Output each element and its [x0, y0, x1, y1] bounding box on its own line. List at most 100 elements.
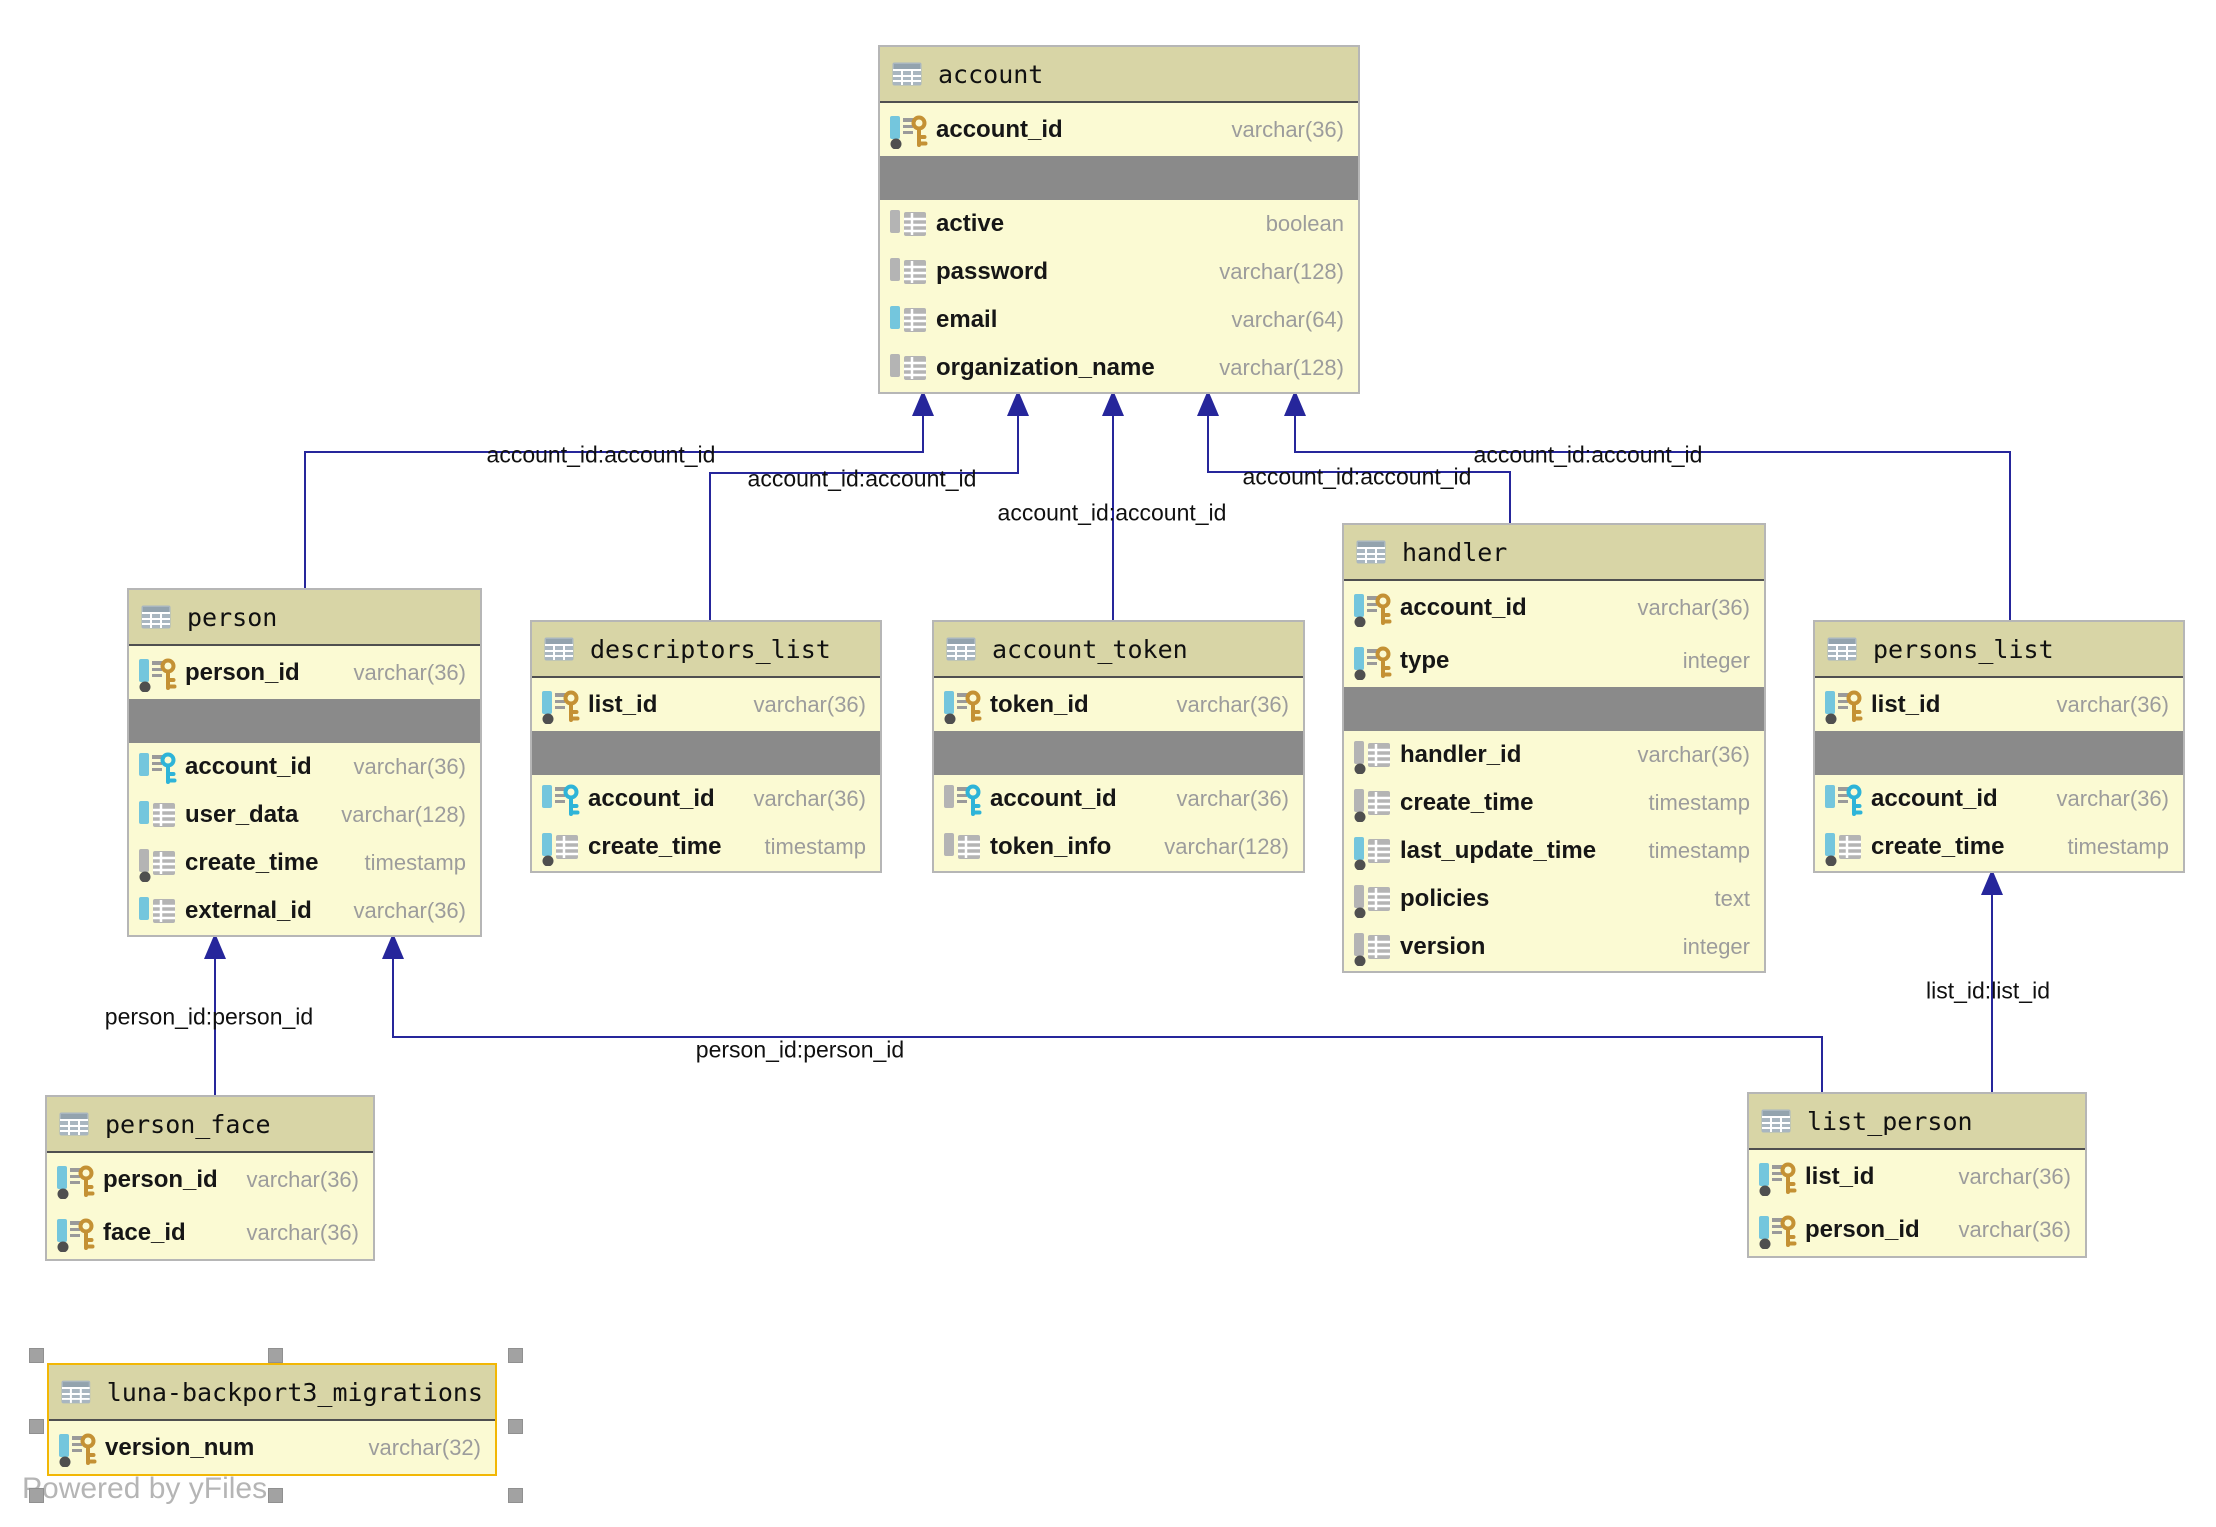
field-name: create_time [1400, 789, 1534, 816]
edge-handler-account[interactable] [1207, 414, 1511, 523]
field-type: varchar(36) [1958, 1216, 2071, 1242]
field-type: varchar(36) [246, 1219, 359, 1245]
field-name: person_id [103, 1165, 218, 1193]
selection-handle[interactable] [508, 1488, 523, 1503]
field-name: account_id [588, 785, 715, 812]
selection-handle[interactable] [268, 1488, 283, 1503]
table-header: persons_list [1815, 622, 2183, 678]
table-title: account_token [992, 634, 1188, 664]
foreign-key-icon [139, 752, 177, 784]
edge-label[interactable]: account_id:account_id [997, 499, 1227, 526]
edge-label[interactable]: person_id:person_id [104, 1003, 314, 1030]
field-name: list_id [1805, 1162, 1875, 1190]
field-type: varchar(36) [2056, 691, 2169, 717]
edge-descriptors_list-account[interactable] [709, 414, 1019, 620]
table-header: account [880, 47, 1358, 103]
edge-label[interactable]: account_id:account_id [747, 465, 977, 492]
selection-handle[interactable] [508, 1418, 523, 1434]
field-type: varchar(128) [341, 802, 466, 827]
field-type: varchar(36) [1637, 594, 1750, 620]
table-icon [1356, 540, 1386, 564]
table-icon [59, 1112, 89, 1136]
column-icon [944, 833, 980, 859]
table-icon [946, 637, 976, 661]
table-header: person_face [47, 1097, 373, 1153]
field-type: varchar(36) [2056, 786, 2169, 811]
edge-label[interactable]: account_id:account_id [486, 441, 716, 468]
foreign-key-icon [1825, 784, 1863, 816]
edge-label[interactable]: list_id:list_id [1926, 977, 2050, 1004]
edge-person-account[interactable] [304, 414, 924, 588]
edge-label[interactable]: person_id:person_id [695, 1036, 905, 1063]
primary-key-icon [1354, 593, 1392, 627]
selection-handle[interactable] [268, 1348, 283, 1363]
table-header: account_token [934, 622, 1303, 678]
column-icon [890, 258, 926, 284]
table-title: account [938, 59, 1044, 89]
primary-key-icon [1825, 690, 1863, 724]
edge-label[interactable]: account_id:account_id [1473, 441, 1703, 468]
field-name: create_time [1871, 833, 2005, 860]
field-type: varchar(36) [753, 691, 866, 717]
field-type: timestamp [364, 850, 466, 875]
foreign-key-icon [944, 784, 982, 816]
table-icon [892, 62, 922, 86]
field-type: varchar(36) [1176, 691, 1289, 717]
selection-handle[interactable] [29, 1488, 44, 1503]
table-title: person [187, 602, 278, 632]
table-header: person [129, 590, 480, 646]
field-type: integer [1682, 934, 1750, 959]
edge-label[interactable]: account_id:account_id [1242, 463, 1472, 490]
field-name: account_id [936, 115, 1063, 143]
field-name: organization_name [936, 354, 1155, 381]
field-name: user_data [185, 801, 299, 828]
edge-persons_list-account[interactable] [1294, 414, 2011, 620]
selection-handle[interactable] [508, 1348, 523, 1363]
column-icon [1354, 741, 1390, 774]
table-icon [1761, 1109, 1791, 1133]
table-header: handler [1344, 525, 1764, 581]
primary-key-icon [57, 1165, 95, 1199]
table-icon [544, 637, 574, 661]
arrowhead [204, 933, 226, 959]
table-header: list_person [1749, 1094, 2085, 1150]
yfiles-watermark: Powered by yFiles [22, 1472, 268, 1505]
primary-key-icon [57, 1218, 95, 1252]
table-icon [1827, 637, 1857, 661]
arrowhead [1197, 390, 1219, 416]
primary-key-icon [890, 115, 928, 149]
arrowhead [382, 933, 404, 959]
primary-key-icon [59, 1433, 97, 1467]
separator [532, 731, 880, 775]
field-name: last_update_time [1400, 837, 1597, 864]
table-title: descriptors_list [590, 634, 831, 664]
field-name: list_id [1871, 690, 1941, 718]
selection-handle[interactable] [29, 1418, 44, 1434]
field-type: timestamp [1648, 790, 1750, 815]
selection-handle[interactable] [29, 1348, 44, 1363]
field-type: varchar(128) [1219, 259, 1344, 284]
field-type: varchar(36) [1637, 742, 1750, 767]
field-type: varchar(36) [1958, 1163, 2071, 1189]
edge-list_person-person[interactable] [392, 957, 1823, 1092]
